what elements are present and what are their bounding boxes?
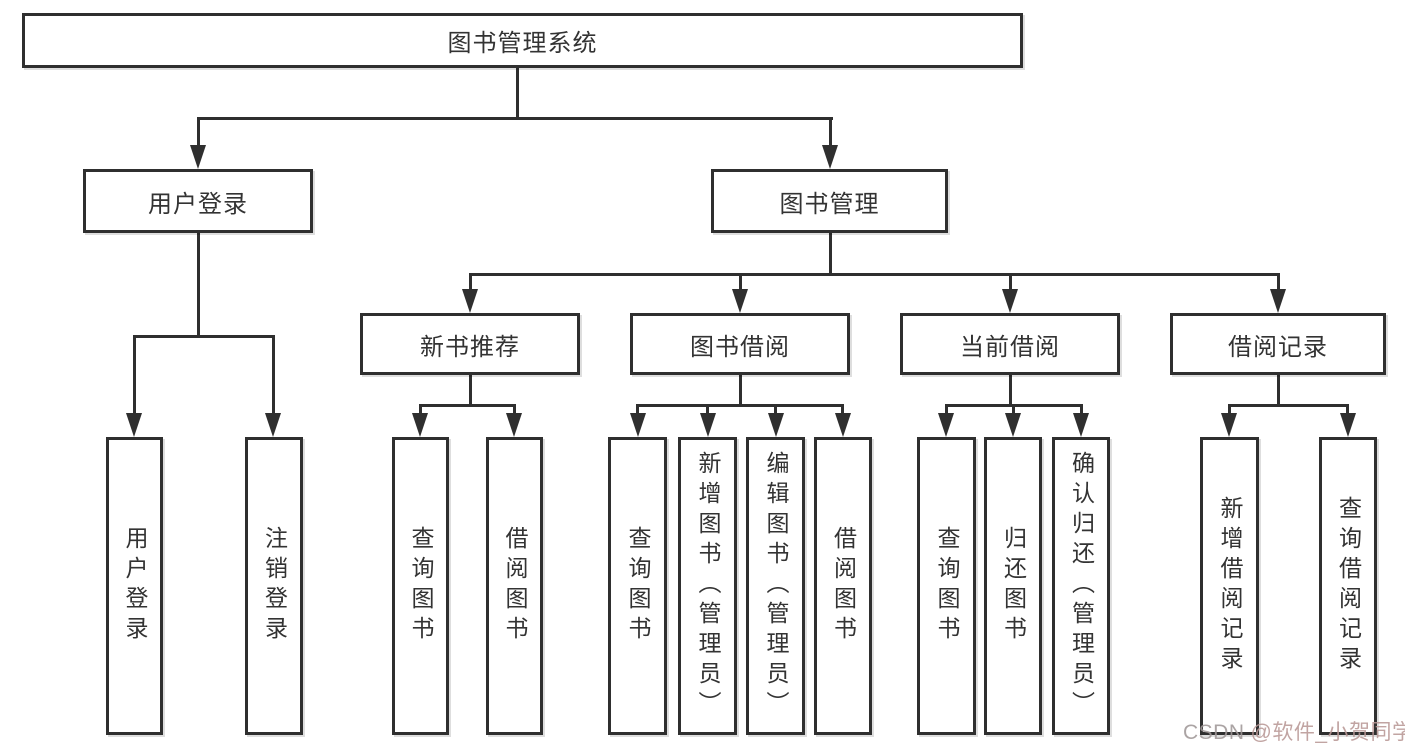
node-new-book-recommend: 新书推荐 (360, 313, 580, 375)
leaf-query-books-current: 查询图书 (917, 437, 976, 735)
connector-line (469, 375, 472, 407)
leaf-edit-books-admin: 编辑图书（管理员） (746, 437, 805, 735)
connector-line (469, 273, 1280, 276)
leaf-label: 查询图书 (408, 526, 434, 646)
connector-line (636, 404, 844, 407)
arrow-down-icon (630, 413, 646, 437)
leaf-borrow-books: 借阅图书 (814, 437, 872, 735)
arrow-down-icon (1005, 413, 1021, 437)
connector-line (1009, 273, 1012, 291)
arrow-down-icon (190, 145, 206, 169)
connector-line (133, 335, 275, 338)
leaf-label: 新增图书（管理员） (695, 451, 721, 721)
connector-line (419, 404, 422, 414)
arrow-down-icon (835, 413, 851, 437)
leaf-label: 查询借阅记录 (1335, 496, 1362, 676)
node-label: 图书管理 (779, 190, 880, 218)
arrow-down-icon (265, 413, 281, 437)
connector-line (1346, 404, 1349, 414)
leaf-label: 用户登录 (122, 526, 148, 646)
connector-line (706, 404, 709, 414)
arrow-down-icon (462, 289, 478, 313)
leaf-label: 注销登录 (261, 526, 288, 646)
connector-line (197, 117, 200, 147)
connector-line (197, 117, 833, 120)
connector-line (636, 404, 639, 414)
node-label: 借阅记录 (1228, 333, 1328, 361)
connector-line (516, 68, 519, 120)
csdn-watermark-brand: CSDN (1183, 721, 1245, 744)
connector-line (841, 404, 844, 414)
arrow-down-icon (506, 413, 522, 437)
leaf-query-books-borrow: 查询图书 (608, 437, 667, 735)
node-label: 用户登录 (148, 190, 248, 218)
connector-line (829, 233, 832, 275)
arrow-down-icon (700, 413, 716, 437)
node-root: 图书管理系统 (22, 13, 1023, 68)
node-book-management: 图书管理 (711, 169, 948, 233)
leaf-label: 新增借阅记录 (1217, 496, 1243, 676)
node-label: 新书推荐 (420, 333, 520, 361)
connector-line (1277, 273, 1280, 291)
connector-line (1277, 375, 1280, 407)
connector-line (739, 273, 742, 291)
arrow-down-icon (126, 413, 142, 437)
arrow-down-icon (732, 289, 748, 313)
node-label: 图书借阅 (690, 333, 790, 361)
csdn-watermark-handle: @软件_小贺同学 (1250, 721, 1405, 744)
connector-line (133, 335, 136, 414)
connector-line (469, 273, 472, 291)
leaf-label: 查询图书 (625, 526, 651, 646)
arrow-down-icon (938, 413, 954, 437)
leaf-borrow-books-recommend: 借阅图书 (486, 437, 543, 735)
connector-line (1012, 404, 1015, 414)
connector-line (197, 233, 200, 337)
connector-line (272, 335, 275, 414)
leaf-label: 借阅图书 (502, 526, 528, 646)
arrow-down-icon (822, 145, 838, 169)
leaf-add-borrow-record: 新增借阅记录 (1200, 437, 1259, 735)
connector-line (1080, 404, 1083, 414)
arrow-down-icon (1270, 289, 1286, 313)
arrow-down-icon (1002, 289, 1018, 313)
connector-line (774, 404, 777, 414)
node-book-borrow: 图书借阅 (630, 313, 850, 375)
connector-line (1009, 375, 1012, 407)
leaf-label: 查询图书 (934, 526, 960, 646)
csdn-watermark: CSDN@软件_小贺同学 (1183, 716, 1405, 746)
arrow-down-icon (1073, 413, 1089, 437)
node-label: 当前借阅 (960, 333, 1060, 361)
leaf-query-borrow-record: 查询借阅记录 (1319, 437, 1377, 735)
leaf-label: 编辑图书（管理员） (763, 451, 789, 721)
leaf-label: 归还图书 (1000, 526, 1027, 646)
arrow-down-icon (768, 413, 784, 437)
arrow-down-icon (1340, 413, 1356, 437)
connector-line (513, 404, 516, 414)
node-current-borrow: 当前借阅 (900, 313, 1120, 375)
arrow-down-icon (412, 413, 428, 437)
leaf-logout: 注销登录 (245, 437, 303, 735)
node-borrow-records: 借阅记录 (1170, 313, 1386, 375)
leaf-label: 借阅图书 (830, 526, 857, 646)
leaf-confirm-return-admin: 确认归还（管理员） (1052, 437, 1110, 735)
leaf-label: 确认归还（管理员） (1068, 451, 1095, 721)
node-user-login: 用户登录 (83, 169, 313, 233)
connector-line (945, 404, 948, 414)
connector-line (1228, 404, 1231, 414)
connector-line (1228, 404, 1349, 407)
leaf-add-books-admin: 新增图书（管理员） (678, 437, 737, 735)
node-label: 图书管理系统 (447, 30, 598, 57)
connector-line (829, 117, 832, 147)
connector-line (419, 404, 516, 407)
connector-line (739, 375, 742, 407)
leaf-query-books-recommend: 查询图书 (392, 437, 449, 735)
leaf-user-login: 用户登录 (106, 437, 163, 735)
arrow-down-icon (1221, 413, 1237, 437)
leaf-return-books: 归还图书 (984, 437, 1042, 735)
